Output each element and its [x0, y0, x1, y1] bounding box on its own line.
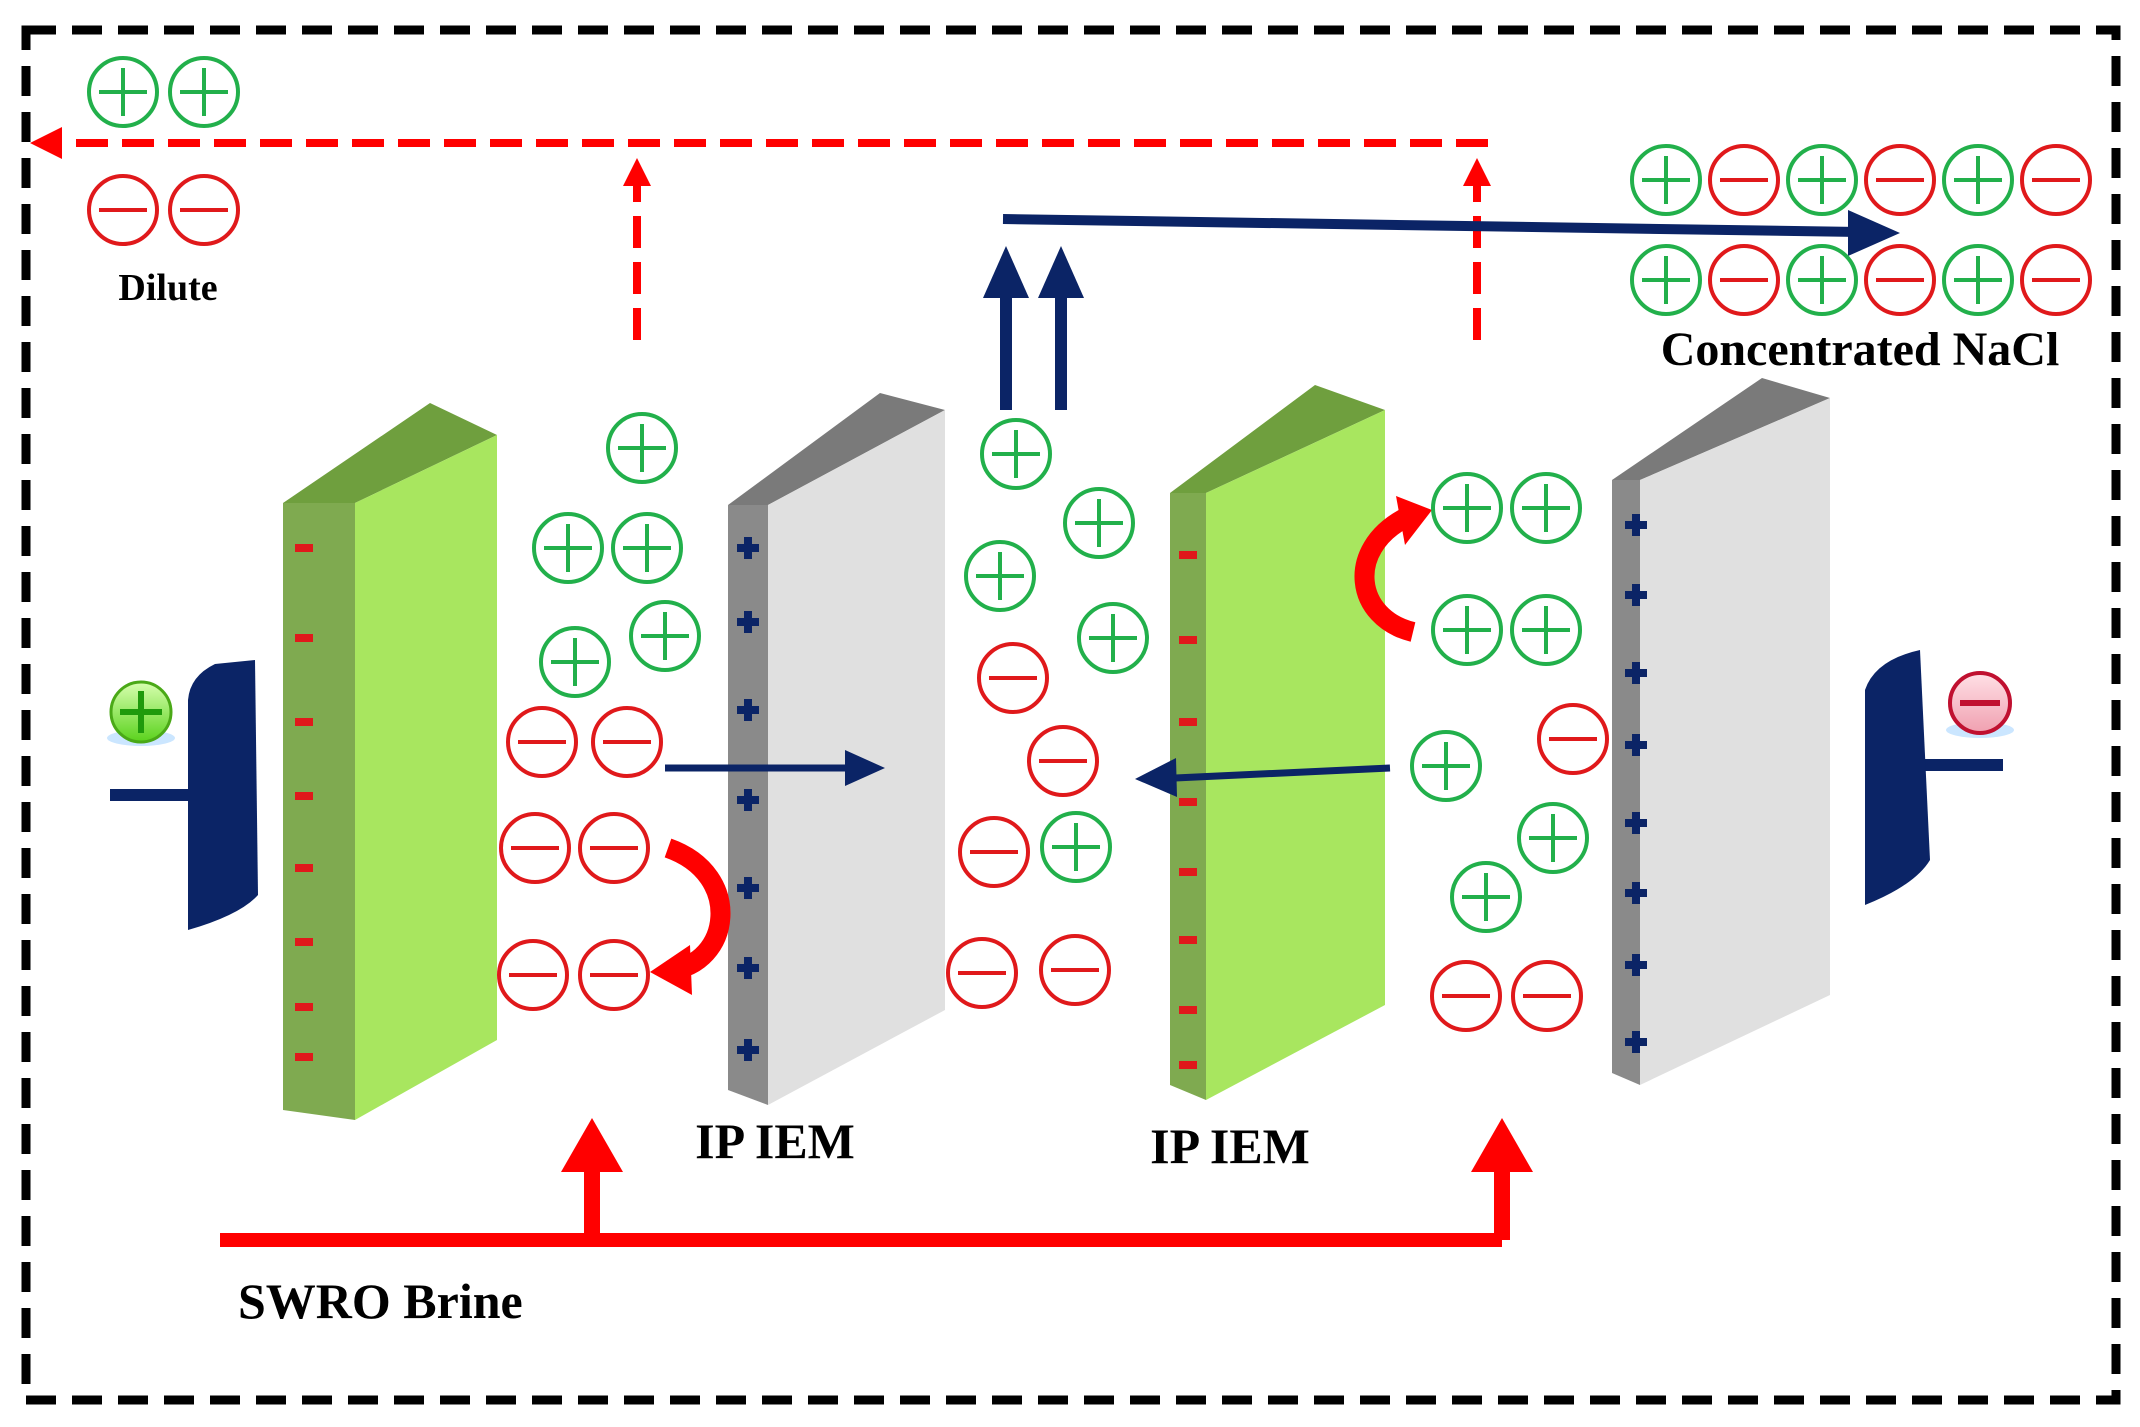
concentrate-flow — [983, 210, 1900, 410]
membrane-label-1: IP IEM — [695, 1113, 855, 1169]
anion-exchange-membrane-1 — [728, 393, 945, 1105]
anion-exchange-membrane-2 — [1612, 378, 1830, 1085]
dilute-return-flow — [30, 127, 1491, 340]
system-boundary — [21, 25, 2121, 1405]
repulsion-arrow-right — [1354, 496, 1432, 642]
plus-electrode-icon — [107, 680, 175, 746]
feed-label: SWRO Brine — [238, 1273, 523, 1329]
minus-electrode-icon — [1946, 671, 2014, 738]
dilute-ions — [87, 56, 240, 246]
compartment-1-ions — [497, 412, 701, 1011]
repulsion-arrow-left — [650, 838, 731, 995]
compartment-3-ions — [1410, 472, 1609, 1032]
compartment-2-ions — [946, 418, 1149, 1009]
cation-exchange-membrane-2 — [1170, 385, 1385, 1100]
ion-migration-arrows — [665, 750, 1391, 797]
feed-flow — [220, 1118, 1533, 1247]
concentrated-label: Concentrated NaCl — [1661, 323, 2060, 376]
anode-electrode — [107, 660, 258, 930]
cathode-electrode — [1865, 650, 2014, 905]
cation-exchange-membrane-1 — [283, 403, 497, 1120]
dilute-label: Dilute — [118, 267, 217, 309]
membrane-label-2: IP IEM — [1150, 1118, 1310, 1174]
